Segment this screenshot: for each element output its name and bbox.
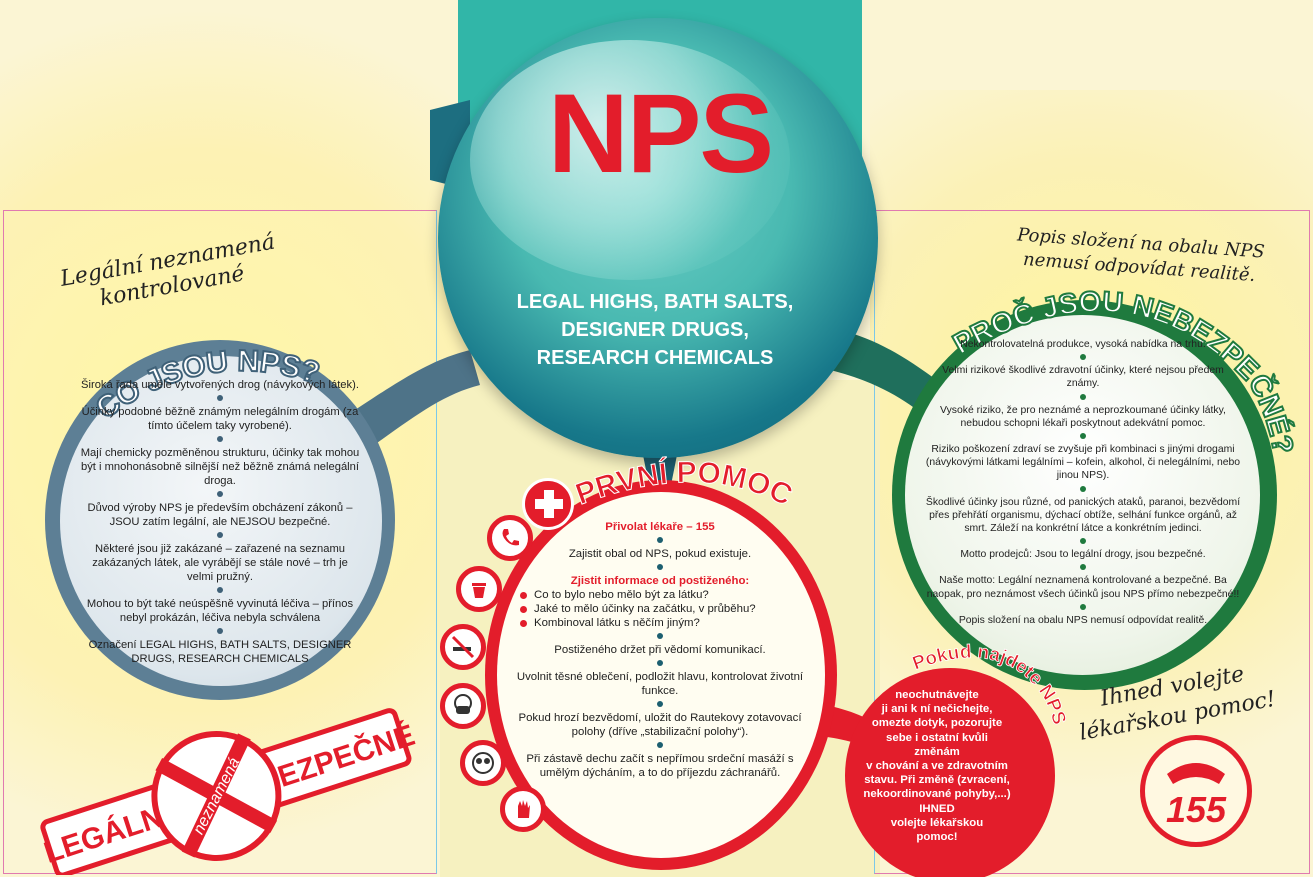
list-item: Riziko poškození zdraví se zvyšuje při k… — [925, 444, 1241, 482]
found-nps-heading-svg: Pokud najdete NPS — [909, 641, 1070, 727]
found-nps-line: neochutnávejte — [895, 689, 979, 701]
found-nps-text: neochutnávejte ji ani k ní nečichejte, o… — [862, 688, 1012, 844]
first-aid-circle — [497, 492, 825, 858]
bullet-dot — [217, 587, 223, 593]
bullet-dot — [657, 742, 663, 748]
list-item: Motto prodejců: Jsou to legální drogy, j… — [960, 549, 1206, 561]
list-item: Široká řada uměle vytvořených drog (návy… — [81, 379, 359, 391]
question-item: Kombinoval látku s něčím jiným? — [520, 616, 810, 630]
list-item: Důvod výroby NPS je především obcházení … — [87, 502, 353, 528]
call-doctor-heading: Přivolat lékaře – 155 — [605, 521, 715, 533]
bullet-dot — [217, 491, 223, 497]
main-subtitle-line: LEGAL HIGHS, BATH SALTS, — [516, 291, 794, 313]
list-item: Postiženého držet při vědomí komunikací. — [554, 644, 766, 656]
found-nps-line: ji ani k ní nečichejte, — [881, 703, 993, 716]
found-nps-line: sebe i ostatní kvůli změnám — [886, 731, 988, 758]
list-item: Označení LEGAL HIGHS, BATH SALTS, DESIGN… — [88, 639, 352, 665]
found-nps-line: nekoordinované pohyby,...) — [863, 788, 1011, 801]
emergency-number: 155 — [1166, 789, 1227, 830]
list-item: Uvolnit těsné oblečení, podložit hlavu, … — [516, 671, 804, 697]
main-circle-highlight — [470, 40, 790, 280]
bullet-dot — [217, 628, 223, 634]
bullet-dot — [657, 633, 663, 639]
question-item: Co to bylo nebo mělo být za látku? — [520, 588, 810, 602]
face-mask-icon — [440, 683, 486, 729]
bullet-dot — [1080, 433, 1086, 440]
bullet-dot — [657, 537, 663, 543]
first-aid-list: Přivolat lékaře – 155 Zajistit obal od N… — [510, 520, 810, 780]
list-item: Velmi rizikové škodlivé zdravotní účinky… — [942, 365, 1224, 390]
gloves-icon — [500, 786, 546, 832]
list-item: Škodlivé účinky jsou různé, od panických… — [925, 496, 1241, 535]
list-item: Mají chemicky pozměněnou strukturu, účin… — [80, 447, 360, 487]
left-heading-svg: CO JSOU NPS? — [89, 344, 324, 427]
list-item: Při zástavě dechu začít s nepřímou srdeč… — [526, 753, 794, 779]
right-circle — [905, 315, 1260, 675]
bullet-dot — [1080, 393, 1086, 400]
found-nps-circle — [845, 668, 1055, 877]
bullet-dot — [217, 436, 223, 442]
main-subtitle-line: RESEARCH CHEMICALS — [536, 347, 774, 369]
left-info-list: Široká řada uměle vytvořených drog (návy… — [80, 378, 360, 666]
list-item: Vysoké riziko, že pro neznámé a neprozko… — [940, 404, 1226, 429]
main-subtitle: LEGAL HIGHS, BATH SALTS, DESIGNER DRUGS,… — [470, 288, 840, 372]
bullet-dot — [1080, 485, 1086, 492]
question-list: Co to bylo nebo mělo být za látku? Jaké … — [520, 588, 810, 630]
question-item: Jaké to mělo účinky na začátku, v průběh… — [520, 602, 810, 616]
right-heading-svg: PROČ JSOU NEBEZPEČNÉ? — [947, 285, 1300, 457]
bullet-dot — [1080, 564, 1086, 571]
emergency-number-badge: 155 — [1140, 735, 1252, 847]
list-item: Popis složení na obalu NPS nemusí odpoví… — [958, 614, 1208, 626]
main-subtitle-line: DESIGNER DRUGS, — [561, 319, 749, 341]
page-title: NPS — [547, 71, 774, 196]
found-nps-line: omezte dotyk, pozorujte — [871, 717, 1003, 730]
center-heading-svg: PRVNÍ POMOC — [571, 456, 798, 513]
list-item: Nekontrolovatelná produkce, vysoká nabíd… — [960, 339, 1206, 350]
found-nps-line: IHNED — [919, 802, 955, 815]
list-item: Naše motto: Legální neznamená kontrolova… — [926, 575, 1240, 600]
bullet-dot — [657, 701, 663, 707]
found-nps-line: volejte lékařskou — [890, 816, 984, 829]
found-nps-line: v chování a ve zdravotním — [866, 760, 1008, 773]
no-smoking-icon — [440, 624, 486, 670]
list-item: Některé jsou již zakázané – zařazené na … — [92, 543, 348, 583]
bullet-dot — [1080, 354, 1086, 361]
trash-bin-icon — [456, 566, 502, 612]
legalni-stamp: LEGÁLNÍ BEZPEČNÉ neznamená — [40, 708, 419, 875]
list-item: Zajistit obal od NPS, pokud existuje. — [568, 548, 752, 560]
first-aid-cross-icon — [522, 478, 574, 530]
list-item: Mohou to být také neúspěšně vyvinutá léč… — [86, 598, 354, 624]
right-info-list: Nekontrolovatelná produkce, vysoká nabíd… — [925, 338, 1241, 627]
bullet-dot — [1080, 538, 1086, 545]
bullet-dot — [657, 564, 663, 570]
list-item: Účinky podobné běžně známým nelegálním d… — [81, 406, 359, 432]
list-item: Pokud hrozí bezvědomí, uložit do Rauteko… — [518, 712, 802, 738]
found-nps-line: stavu. Při změně (zvracení, — [864, 774, 1010, 787]
center-heading-text: PRVNÍ POMOC — [571, 456, 798, 513]
bullet-dot — [217, 532, 223, 538]
phone-icon: 155 — [1166, 763, 1227, 830]
bullet-dot — [657, 660, 663, 666]
info-heading: Zjistit informace od postiženého: — [570, 575, 750, 587]
trim-line-right — [874, 210, 1310, 874]
bullet-dot — [217, 395, 223, 401]
trim-line-left — [3, 210, 437, 874]
found-nps-line: pomoc! — [916, 831, 958, 844]
bullet-dot — [1080, 603, 1086, 610]
goggles-icon — [460, 740, 506, 786]
center-heading: PRVNÍ POMOC — [571, 456, 797, 512]
phone-icon — [487, 515, 533, 561]
